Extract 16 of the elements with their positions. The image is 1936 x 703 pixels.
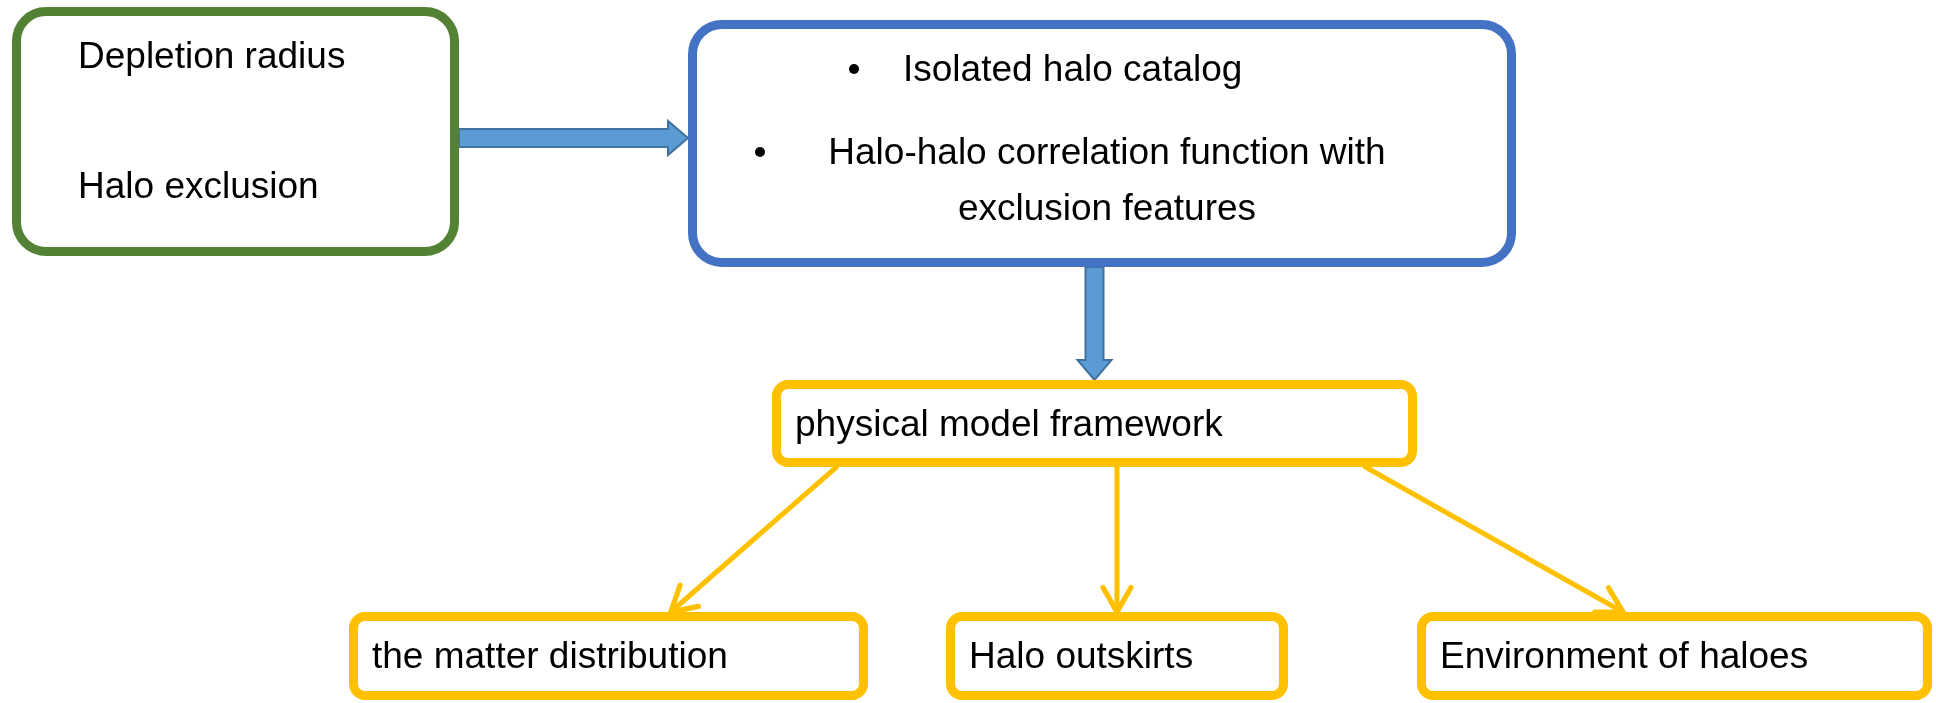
- process-box: [12, 7, 459, 256]
- node-text: Halo exclusion: [78, 164, 319, 208]
- node-text: Halo-halo correlation function with exclusion features: [827, 130, 1387, 230]
- node-text: physical model framework: [795, 402, 1223, 446]
- arrow: [1075, 266, 1114, 382]
- process-box: [772, 380, 1417, 467]
- node-text: Isolated halo catalog: [903, 47, 1243, 91]
- node-text: Depletion radius: [78, 34, 346, 78]
- bullet-list-box: [688, 20, 1516, 267]
- node-text: Halo outskirts: [969, 634, 1194, 678]
- node-text: Environment of haloes: [1440, 634, 1809, 678]
- arrow: [458, 118, 690, 158]
- process-box: [1417, 612, 1932, 700]
- node-text: the matter distribution: [372, 634, 728, 678]
- process-box: [946, 612, 1288, 700]
- process-box: [349, 612, 868, 700]
